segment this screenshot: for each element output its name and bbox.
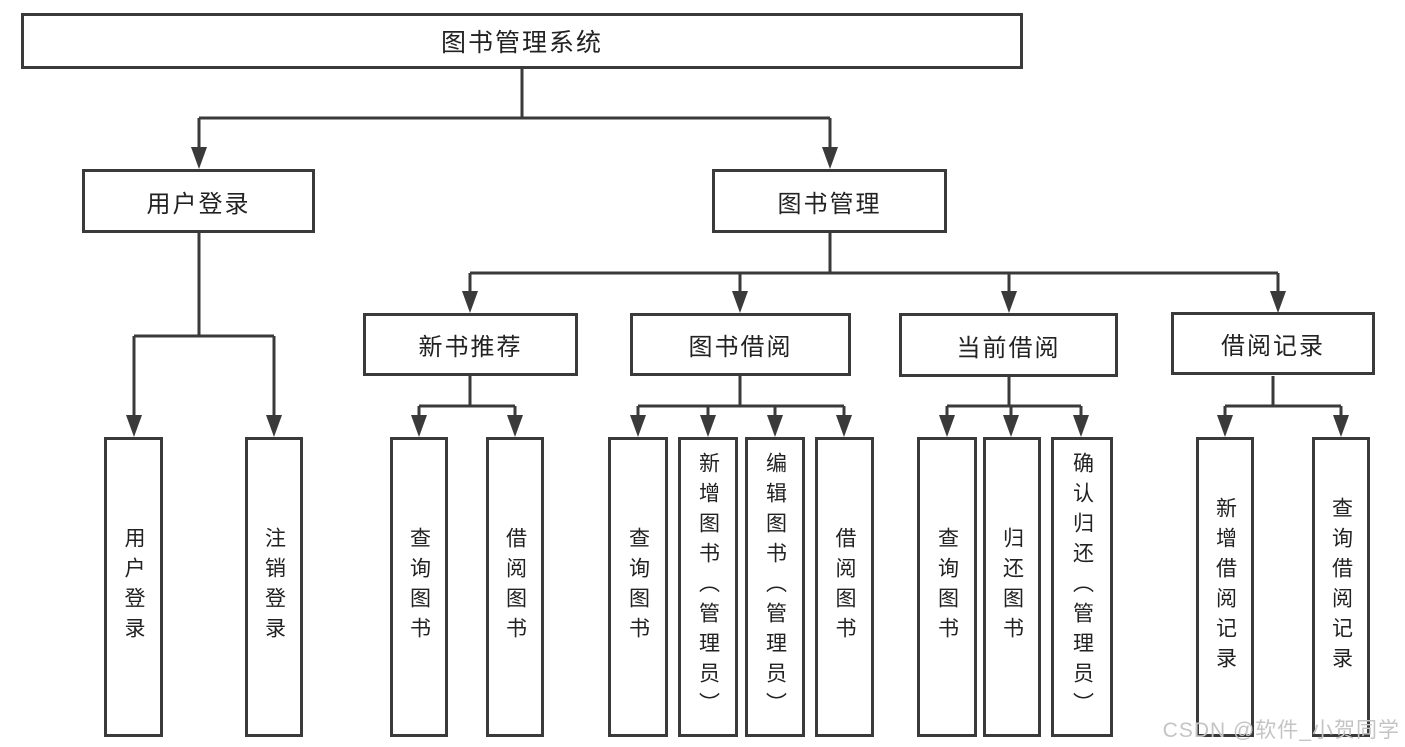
- arrowhead: [126, 415, 142, 437]
- arrowhead: [822, 147, 838, 169]
- arrowhead: [1270, 291, 1286, 313]
- node-book-borrowing: 图书借阅: [630, 313, 851, 376]
- node-new-book-recommend: 新书推荐: [363, 313, 578, 376]
- leaf-add-book-admin: 新增图书（管理员）: [678, 437, 738, 737]
- arrowhead: [507, 415, 523, 437]
- node-user-login: 用户登录: [82, 169, 315, 233]
- leaf-query-books-1: 查询图书: [390, 437, 448, 737]
- arrowhead: [939, 415, 955, 437]
- arrowhead: [462, 291, 478, 313]
- leaf-edit-book-admin: 编辑图书（管理员）: [745, 437, 805, 737]
- arrowhead: [732, 291, 748, 313]
- arrowhead: [630, 415, 646, 437]
- arrowhead: [1333, 415, 1349, 437]
- arrowhead: [767, 415, 783, 437]
- leaf-query-books-2: 查询图书: [608, 437, 668, 737]
- leaf-borrow-books-2: 借阅图书: [815, 437, 874, 737]
- arrowhead: [1217, 415, 1233, 437]
- arrowhead: [700, 415, 716, 437]
- arrowhead: [411, 415, 427, 437]
- arrowhead: [1003, 415, 1019, 437]
- arrowhead: [1073, 415, 1089, 437]
- leaf-logout: 注销登录: [245, 437, 303, 737]
- node-borrowing-records: 借阅记录: [1171, 312, 1375, 375]
- node-current-borrowing: 当前借阅: [899, 313, 1118, 377]
- tree-connectors: [132, 69, 1343, 418]
- arrowhead: [266, 415, 282, 437]
- node-book-management: 图书管理: [712, 169, 947, 233]
- arrowhead: [836, 415, 852, 437]
- leaf-confirm-return-admin: 确认归还（管理员）: [1051, 437, 1113, 737]
- leaf-user-login: 用户登录: [104, 437, 163, 737]
- leaf-query-books-3: 查询图书: [917, 437, 977, 737]
- leaf-borrow-books-1: 借阅图书: [486, 437, 544, 737]
- arrowhead: [1001, 291, 1017, 313]
- leaf-query-borrow-record: 查询借阅记录: [1312, 437, 1370, 737]
- leaf-return-books: 归还图书: [983, 437, 1041, 737]
- arrowhead: [191, 147, 207, 169]
- node-library-system: 图书管理系统: [21, 13, 1023, 69]
- watermark: CSDN @软件_小贺同学: [1162, 719, 1400, 742]
- leaf-add-borrow-record: 新增借阅记录: [1196, 437, 1254, 737]
